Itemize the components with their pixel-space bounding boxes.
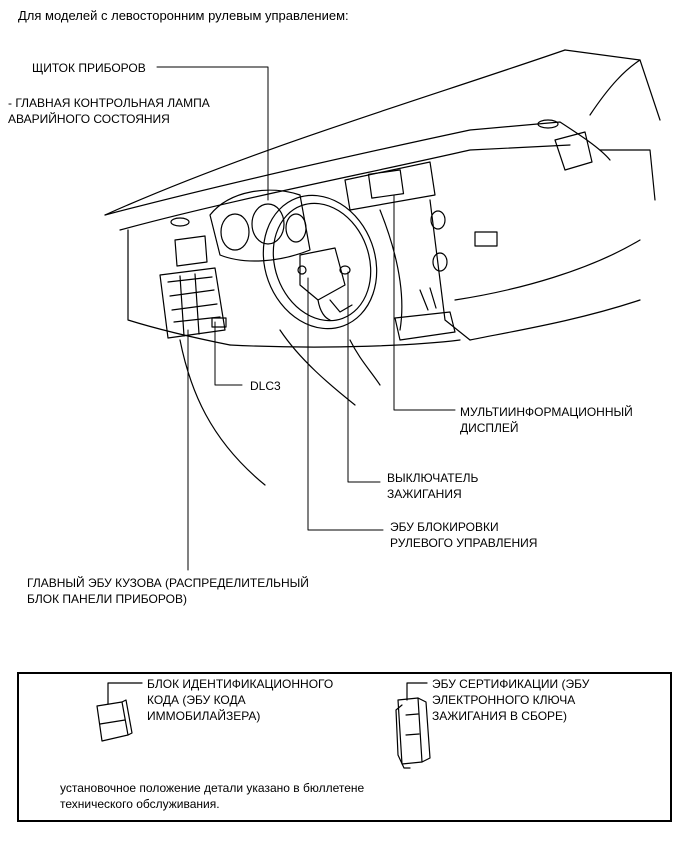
center-console: [344, 161, 641, 341]
instrument-cluster: [209, 189, 311, 262]
diagram-header: Для моделей с левосторонним рулевым упра…: [18, 8, 349, 23]
leader-multi-display: [393, 194, 456, 411]
label-transponder-block: БЛОК ИДЕНТИФИКАЦИОННОГО КОДА (ЭБУ КОДА И…: [147, 677, 334, 723]
label-main-body-ecu: ГЛАВНЫЙ ЭБУ КУЗОВА (РАСПРЕДЕЛИТЕЛЬНЫЙ БЛ…: [27, 576, 309, 606]
windshield-outline: [104, 49, 661, 216]
leader-certification: [406, 682, 428, 701]
certification-ecu-drawing: [395, 682, 431, 769]
leader-ignition-switch: [347, 271, 381, 483]
inset-box: [17, 672, 672, 822]
inset-note: установочное положение детали указано в …: [60, 781, 365, 811]
dashboard-top: [104, 119, 611, 231]
leader-dlc3: [214, 321, 243, 386]
label-instrument-panel: ЩИТОК ПРИБОРОВ: [32, 61, 146, 75]
left-dashboard-section: [127, 229, 461, 348]
label-certification-ecu: ЭБУ СЕРТИФИКАЦИИ (ЭБУ ЭЛЕКТРОННОГО КЛЮЧА…: [432, 677, 590, 723]
leader-lines: [156, 66, 456, 571]
lower-dash: [179, 329, 381, 486]
label-multi-display: МУЛЬТИИНФОРМАЦИОННЫЙ ДИСПЛЕЙ: [460, 405, 633, 435]
label-steering-lock-ecu: ЭБУ БЛОКИРОВКИ РУЛЕВОГО УПРАВЛЕНИЯ: [390, 520, 538, 550]
label-dlc3: DLC3: [250, 379, 281, 393]
leader-steering-lock: [307, 277, 384, 531]
transponder-ecu-drawing: [96, 682, 143, 742]
label-ignition-switch: ВЫКЛЮЧАТЕЛЬ ЗАЖИГАНИЯ: [387, 471, 479, 501]
label-master-warning-lamp: - ГЛАВНАЯ КОНТРОЛЬНАЯ ЛАМПА АВАРИЙНОГО С…: [8, 96, 210, 126]
leader-transponder: [107, 682, 143, 705]
leader-instrument-panel: [156, 66, 269, 201]
